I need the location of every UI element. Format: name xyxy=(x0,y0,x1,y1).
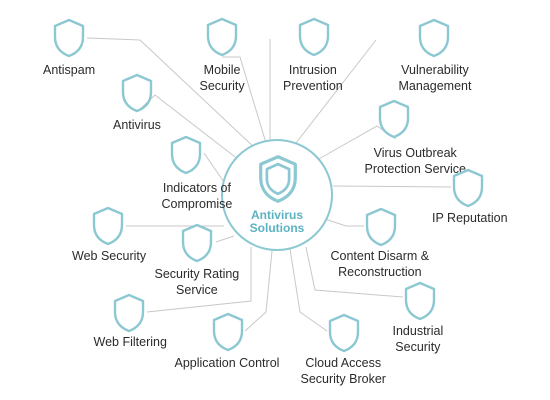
shield-icon xyxy=(259,155,297,203)
node-label-line: Vulnerability xyxy=(401,63,469,77)
node-label-web-security: Web Security xyxy=(72,248,146,264)
node-label-line: Web Security xyxy=(72,249,147,263)
node-label-indicators-of-compromise: Indicators of Compromise xyxy=(162,180,233,212)
node-label-line: Security Broker xyxy=(300,372,386,386)
connector-antivirus xyxy=(136,94,240,161)
connector-ip-reputation xyxy=(332,185,452,188)
connector-vulnerability-management xyxy=(295,39,377,144)
node-label-line: Cloud Access xyxy=(305,356,382,370)
connector-cloud-access-security-broker xyxy=(289,248,328,332)
hub-label-line-1: Antivirus xyxy=(250,208,303,222)
node-label-line: Prevention xyxy=(283,79,343,93)
node-label-line: Industrial xyxy=(392,324,444,338)
node-label-line: Mobile xyxy=(203,63,241,77)
node-label-web-filtering: Web Filtering xyxy=(94,334,167,350)
shield-icon xyxy=(404,281,436,321)
node-label-line: Compromise xyxy=(161,197,233,211)
node-label-line: IP Reputation xyxy=(432,211,508,225)
node-label-ip-reputation: IP Reputation xyxy=(432,210,508,226)
node-label-line: Security xyxy=(199,79,245,93)
node-label-antispam: Antispam xyxy=(43,62,95,78)
hub-label: Antivirus Solutions xyxy=(221,209,333,235)
shield-icon xyxy=(365,207,397,247)
connector-mobile-security xyxy=(222,56,267,144)
node-label-line: Security Rating xyxy=(154,267,240,281)
node-label-line: Service xyxy=(176,283,218,297)
connector-security-rating-service xyxy=(215,235,235,243)
connector-application-control xyxy=(244,250,273,332)
node-label-content-disarm-reconstruction: Content Disarm & Reconstruction xyxy=(331,248,430,280)
shield-icon xyxy=(53,18,85,58)
node-label-line: Management xyxy=(398,79,472,93)
node-label-line: Application Control xyxy=(174,356,280,370)
node-label-line: Antivirus xyxy=(113,118,161,132)
node-label-line: Security xyxy=(395,340,441,354)
shield-icon xyxy=(113,293,145,333)
node-label-line: Antispam xyxy=(43,63,96,77)
shield-icon xyxy=(328,313,360,353)
shield-icon xyxy=(92,206,124,246)
node-label-line: Reconstruction xyxy=(338,265,422,279)
node-label-line: Intrusion xyxy=(288,63,337,77)
shield-icon xyxy=(121,73,153,113)
hub-label-line-2: Solutions xyxy=(249,221,305,235)
node-label-line: Web Filtering xyxy=(93,335,167,349)
node-label-line: Virus Outbreak xyxy=(373,146,457,160)
shield-icon xyxy=(206,17,238,57)
node-label-application-control: Application Control xyxy=(175,355,280,371)
connector-antispam xyxy=(86,37,258,151)
shield-icon xyxy=(181,223,213,263)
node-label-line: Indicators of xyxy=(162,181,231,195)
shield-icon xyxy=(452,168,484,208)
connector-web-filtering xyxy=(146,247,252,313)
connector-industrial-security xyxy=(305,246,404,298)
shield-icon xyxy=(212,312,244,352)
node-label-line: Content Disarm & xyxy=(330,249,430,263)
shield-icon xyxy=(298,17,330,57)
node-label-line: Protection Service xyxy=(364,162,466,176)
connector-content-disarm-reconstruction xyxy=(321,217,364,227)
shield-icon xyxy=(418,18,450,58)
shield-icon xyxy=(170,135,202,175)
shield-icon xyxy=(378,99,410,139)
node-label-antivirus: Antivirus xyxy=(113,117,161,133)
